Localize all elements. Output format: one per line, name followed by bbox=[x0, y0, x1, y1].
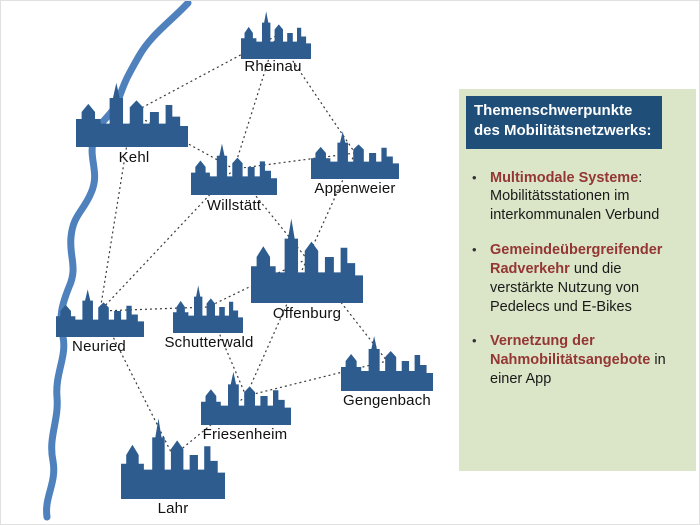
bullet-rest: : Mobilitätsstationen im interkommunalen… bbox=[490, 169, 660, 224]
list-item: • Vernetzung der Nahmobilitätsangebote i… bbox=[472, 332, 684, 389]
town-label-gengenbach: Gengenbach bbox=[343, 392, 431, 409]
town-label-appenweier: Appenweier bbox=[314, 180, 396, 197]
town-icon-neuried bbox=[56, 289, 144, 337]
theme-panel-header: Themenschwerpunkte des Mobilitätsnetzwer… bbox=[466, 96, 662, 149]
town-label-offenburg: Offenburg bbox=[272, 305, 342, 322]
bullet-icon: • bbox=[472, 169, 477, 185]
town-icon-gengenbach bbox=[341, 336, 433, 391]
edge-neuried-schutterwald bbox=[99, 306, 209, 312]
bullet-text: Gemeindeübergreifender Radverkehr und di… bbox=[490, 241, 684, 316]
edge-rheinau-willstaett bbox=[233, 35, 277, 170]
town-label-kehl: Kehl bbox=[118, 149, 150, 166]
town-icon-rheinau bbox=[241, 11, 311, 59]
edge-kehl-neuried bbox=[99, 112, 133, 312]
list-item: • Multimodale Systeme: Mobilitätsstation… bbox=[472, 169, 684, 226]
town-icon-schutterwald bbox=[173, 285, 243, 333]
list-item: • Gemeindeübergreifender Radverkehr und … bbox=[472, 241, 684, 316]
bullet-highlight: Multimodale Systeme bbox=[490, 169, 639, 186]
town-label-rheinau: Rheinau bbox=[244, 58, 302, 75]
bullet-text: Vernetzung der Nahmobilitätsangebote in … bbox=[490, 332, 684, 389]
edge-neuried-lahr bbox=[99, 310, 174, 457]
town-icon-appenweier bbox=[311, 131, 399, 179]
bullet-highlight: Vernetzung der Nahmobilitätsangebote bbox=[490, 333, 651, 369]
bullet-icon: • bbox=[472, 242, 477, 258]
town-icon-offenburg bbox=[251, 218, 363, 303]
town-label-willstaett: Willstätt bbox=[206, 197, 262, 214]
town-label-lahr: Lahr bbox=[157, 500, 189, 517]
edge-willstaett-appenweier bbox=[233, 152, 356, 170]
edge-appenweier-offenburg bbox=[306, 152, 356, 260]
bullet-icon: • bbox=[472, 333, 477, 349]
edge-rheinau-appenweier bbox=[275, 35, 356, 154]
town-icon-friesenheim bbox=[201, 371, 291, 425]
town-icon-willstaett bbox=[191, 143, 277, 195]
bullet-rest: und die verstärkte Nutzung von Pedelecs … bbox=[490, 260, 640, 315]
town-icon-kehl bbox=[76, 82, 188, 147]
edge-rheinau-kehl bbox=[131, 35, 277, 114]
theme-bullet-list: • Multimodale Systeme: Mobilitätsstation… bbox=[472, 169, 684, 389]
edge-friesenheim-gengenbach bbox=[245, 360, 388, 397]
theme-panel: Themenschwerpunkte des Mobilitätsnetzwer… bbox=[459, 89, 696, 471]
bullet-highlight: Gemeindeübergreifender Radverkehr bbox=[490, 242, 663, 277]
bullet-rest: in einer App bbox=[490, 352, 666, 388]
bullet-text: Multimodale Systeme: Mobilitätsstationen… bbox=[490, 169, 684, 226]
town-label-schutterwald: Schutterwald bbox=[164, 334, 254, 351]
river-path bbox=[43, 1, 192, 521]
town-label-neuried: Neuried bbox=[72, 338, 126, 355]
town-label-friesenheim: Friesenheim bbox=[202, 426, 288, 443]
